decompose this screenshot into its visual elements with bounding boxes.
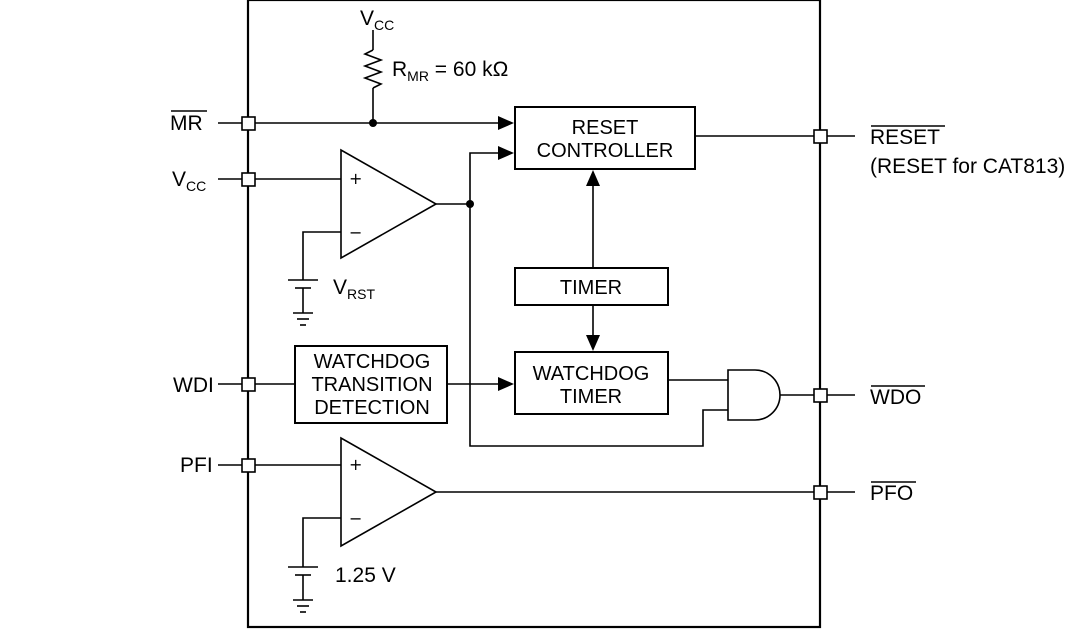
pfi-pin-label: PFI xyxy=(180,454,213,477)
watchdog-timer-line1: WATCHDOG xyxy=(533,363,650,385)
pfo-pin-label: PFO xyxy=(870,482,913,505)
watchdog-transition-line3: DETECTION xyxy=(314,397,430,419)
timer-to-reset-arrowhead xyxy=(586,170,600,186)
pfi-comp-minus: − xyxy=(349,509,362,528)
vcc-supply-label: VCC xyxy=(360,7,394,33)
vrst-label: VRST xyxy=(333,276,375,302)
comp-to-gate-wire xyxy=(469,204,728,447)
reset-pin xyxy=(813,129,828,144)
chip-outline xyxy=(246,0,822,629)
ref-1v25-label: 1.25 V xyxy=(335,564,396,587)
wdo-pin xyxy=(813,388,828,403)
reset-controller-line1: RESET xyxy=(572,117,639,139)
pfi-comparator xyxy=(340,436,438,548)
reset-comp-plus: + xyxy=(349,169,362,188)
vrst-wire xyxy=(302,231,341,280)
watchdog-transition-line2: TRANSITION xyxy=(311,374,432,396)
comp-to-reset-arrowhead xyxy=(498,146,514,160)
wdi-pin xyxy=(241,377,256,392)
timer-to-watchdog-arrowhead xyxy=(586,335,600,351)
pfi-pin xyxy=(241,458,256,473)
pfo-pin xyxy=(813,485,828,500)
wdi-pin-label: WDI xyxy=(173,374,214,397)
reset-comparator xyxy=(340,148,438,260)
rmr-resistor xyxy=(362,49,384,89)
vcc-pin xyxy=(241,172,256,187)
reset-comp-minus: − xyxy=(349,223,362,242)
reset-note-label: (RESET for CAT813) xyxy=(870,155,1065,178)
pfi-comp-plus: + xyxy=(349,455,362,474)
mr-pin-label: MR xyxy=(170,112,203,135)
watchdog-timer-block xyxy=(514,351,669,415)
transition-to-watchdog-arrowhead xyxy=(498,377,514,391)
vcc-pin-label: VCC xyxy=(172,168,206,194)
mr-pin xyxy=(241,116,256,131)
mr-arrowhead xyxy=(498,116,514,130)
reset-controller-block xyxy=(514,106,696,170)
ref-1v25-wire xyxy=(302,517,341,567)
reset-pin-label: RESET xyxy=(870,126,940,149)
watchdog-transition-block xyxy=(294,345,448,424)
wdo-pin-label: WDO xyxy=(870,386,921,409)
watchdog-transition-line1: WATCHDOG xyxy=(314,351,431,373)
mr-junction-dot xyxy=(369,119,377,127)
reset-controller-line2: CONTROLLER xyxy=(537,140,674,162)
comp-to-reset-wire xyxy=(469,152,500,204)
watchdog-timer-line2: TIMER xyxy=(560,386,622,408)
rmr-label: RMR = 60 kΩ xyxy=(392,58,508,84)
timer-label: TIMER xyxy=(560,277,622,299)
and-gate xyxy=(727,369,781,421)
timer-block xyxy=(514,267,669,306)
